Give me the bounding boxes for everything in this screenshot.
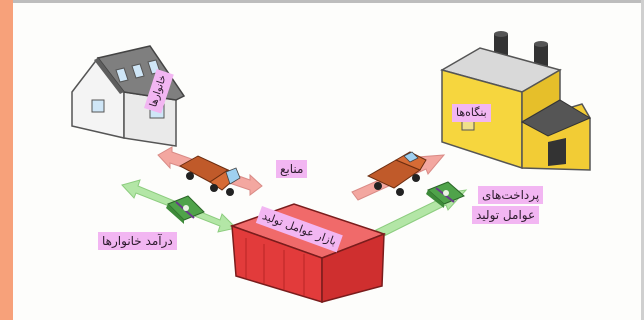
house-icon — [71, 45, 186, 147]
money-bundle-icon-left — [166, 195, 205, 224]
factor-payments-label-line1: پرداخت‌های — [478, 186, 544, 204]
resources-label: منابع — [276, 160, 308, 178]
household-income-label: درآمد خانوارها — [98, 232, 177, 250]
firms-label: بنگاه‌ها — [452, 104, 491, 122]
factor-payments-label-line2: عوامل تولید — [472, 206, 540, 224]
top-border — [13, 0, 644, 3]
factory-icon — [440, 31, 592, 171]
left-accent-band — [0, 0, 13, 320]
money-bundle-icon-right — [426, 181, 465, 208]
truck-icon-left — [178, 155, 241, 196]
right-border — [641, 0, 644, 320]
truck-icon-right — [366, 151, 427, 196]
market-box-icon — [229, 203, 387, 304]
